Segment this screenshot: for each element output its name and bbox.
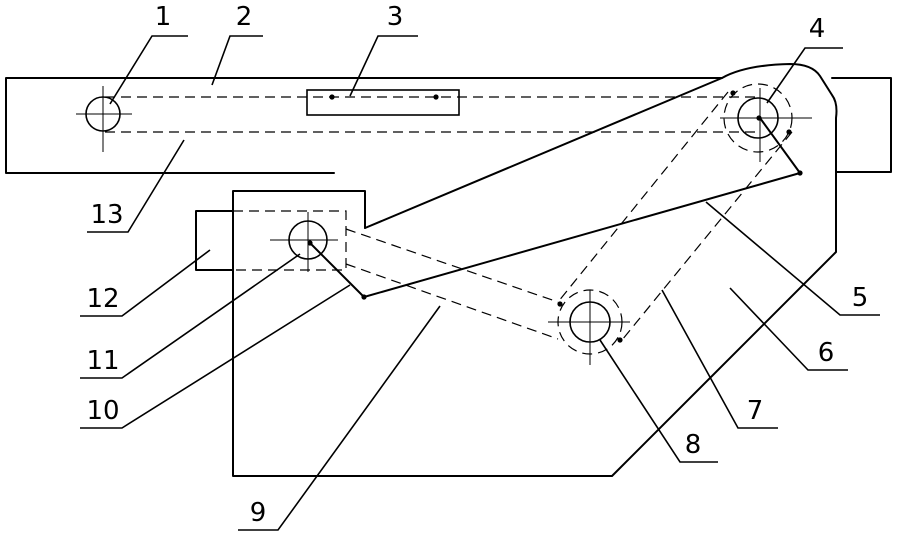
label-11: 11 (86, 346, 119, 376)
label-3: 3 (387, 2, 404, 32)
link-lever (309, 117, 801, 298)
pivot-11 (270, 212, 367, 300)
label-1: 1 (155, 2, 172, 32)
pivot-1 (76, 86, 132, 152)
pivot-8 (548, 289, 630, 365)
label-4: 4 (809, 14, 826, 44)
label-8: 8 (685, 430, 702, 460)
label-9: 9 (250, 498, 267, 528)
leader-lines (80, 35, 880, 531)
label-13: 13 (90, 200, 123, 230)
label-10: 10 (86, 396, 119, 426)
pivot-4 (720, 83, 812, 176)
label-12: 12 (86, 284, 119, 314)
hidden-lines (105, 91, 793, 341)
top-beam (5, 77, 892, 174)
label-2: 2 (236, 2, 253, 32)
label-5: 5 (852, 283, 869, 313)
label-7: 7 (747, 396, 764, 426)
swing-arm (364, 63, 838, 229)
slot-part (306, 89, 460, 116)
label-6: 6 (818, 338, 835, 368)
base-plate (232, 174, 837, 477)
side-block (195, 210, 234, 271)
